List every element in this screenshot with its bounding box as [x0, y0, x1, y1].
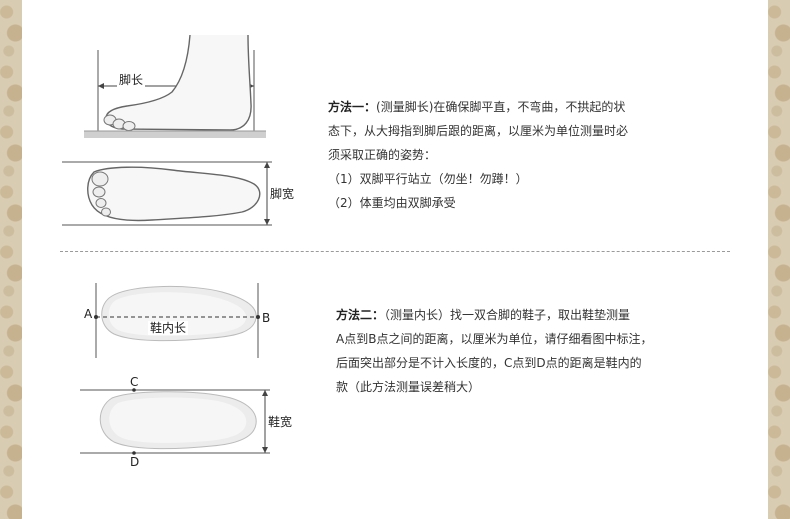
decorative-border-left: [0, 0, 22, 519]
foot-length-label: 脚长: [117, 73, 146, 87]
method-one-line: (测量脚长)在确保脚平直，不弯曲，不拱起的状: [376, 100, 626, 114]
method-one-heading: 方法一：: [328, 100, 377, 114]
method-one-line: （2）体重均由双脚承受: [328, 196, 456, 210]
method-one-line: 态下，从大拇指到脚后跟的距离，以厘米为单位测量时必: [328, 124, 629, 138]
insole-length-illustration: [94, 283, 260, 358]
point-b-label: B: [262, 311, 271, 325]
point-c-label: C: [130, 375, 139, 389]
point-a-label: A: [84, 307, 93, 321]
method-two-line: 款（此方法测量误差稍大）: [336, 380, 481, 394]
size-guide-panel: 脚长 脚宽 方法一：(测量脚长)在确保脚平直，不弯曲，不拱起的状 态下，从大拇指…: [22, 0, 768, 519]
point-d-label: D: [130, 455, 140, 469]
method-two-text: 方法二：（测量内长）找一双合脚的鞋子，取出鞋垫测量 A点到B点之间的距离，以厘米…: [336, 303, 652, 399]
foot-top-illustration: [62, 161, 272, 226]
method-two-line: A点到B点之间的距离，以厘米为单位，请仔细看图中标注，: [336, 332, 653, 346]
method-one-line: 须采取正确的姿势：: [328, 148, 437, 162]
method-two-line: 后面突出部分是不计入长度的，C点到D点的距离是鞋内的: [336, 356, 642, 370]
insole-width-label: 鞋宽: [266, 415, 295, 429]
insole-width-illustration: [80, 388, 270, 455]
insole-length-label: 鞋内长: [148, 321, 189, 335]
decorative-border-right: [768, 0, 790, 519]
section-divider: [60, 251, 730, 252]
method-one-text: 方法一：(测量脚长)在确保脚平直，不弯曲，不拱起的状 态下，从大拇指到脚后跟的距…: [328, 95, 628, 215]
method-one-line: （1）双脚平行站立（勿坐！勿蹲！）: [328, 172, 528, 186]
foot-width-label: 脚宽: [268, 187, 297, 201]
method-two-heading: 方法二：: [336, 308, 385, 322]
foot-side-illustration: [84, 34, 266, 138]
method-two-line: （测量内长）找一双合脚的鞋子，取出鞋垫测量: [384, 308, 631, 322]
